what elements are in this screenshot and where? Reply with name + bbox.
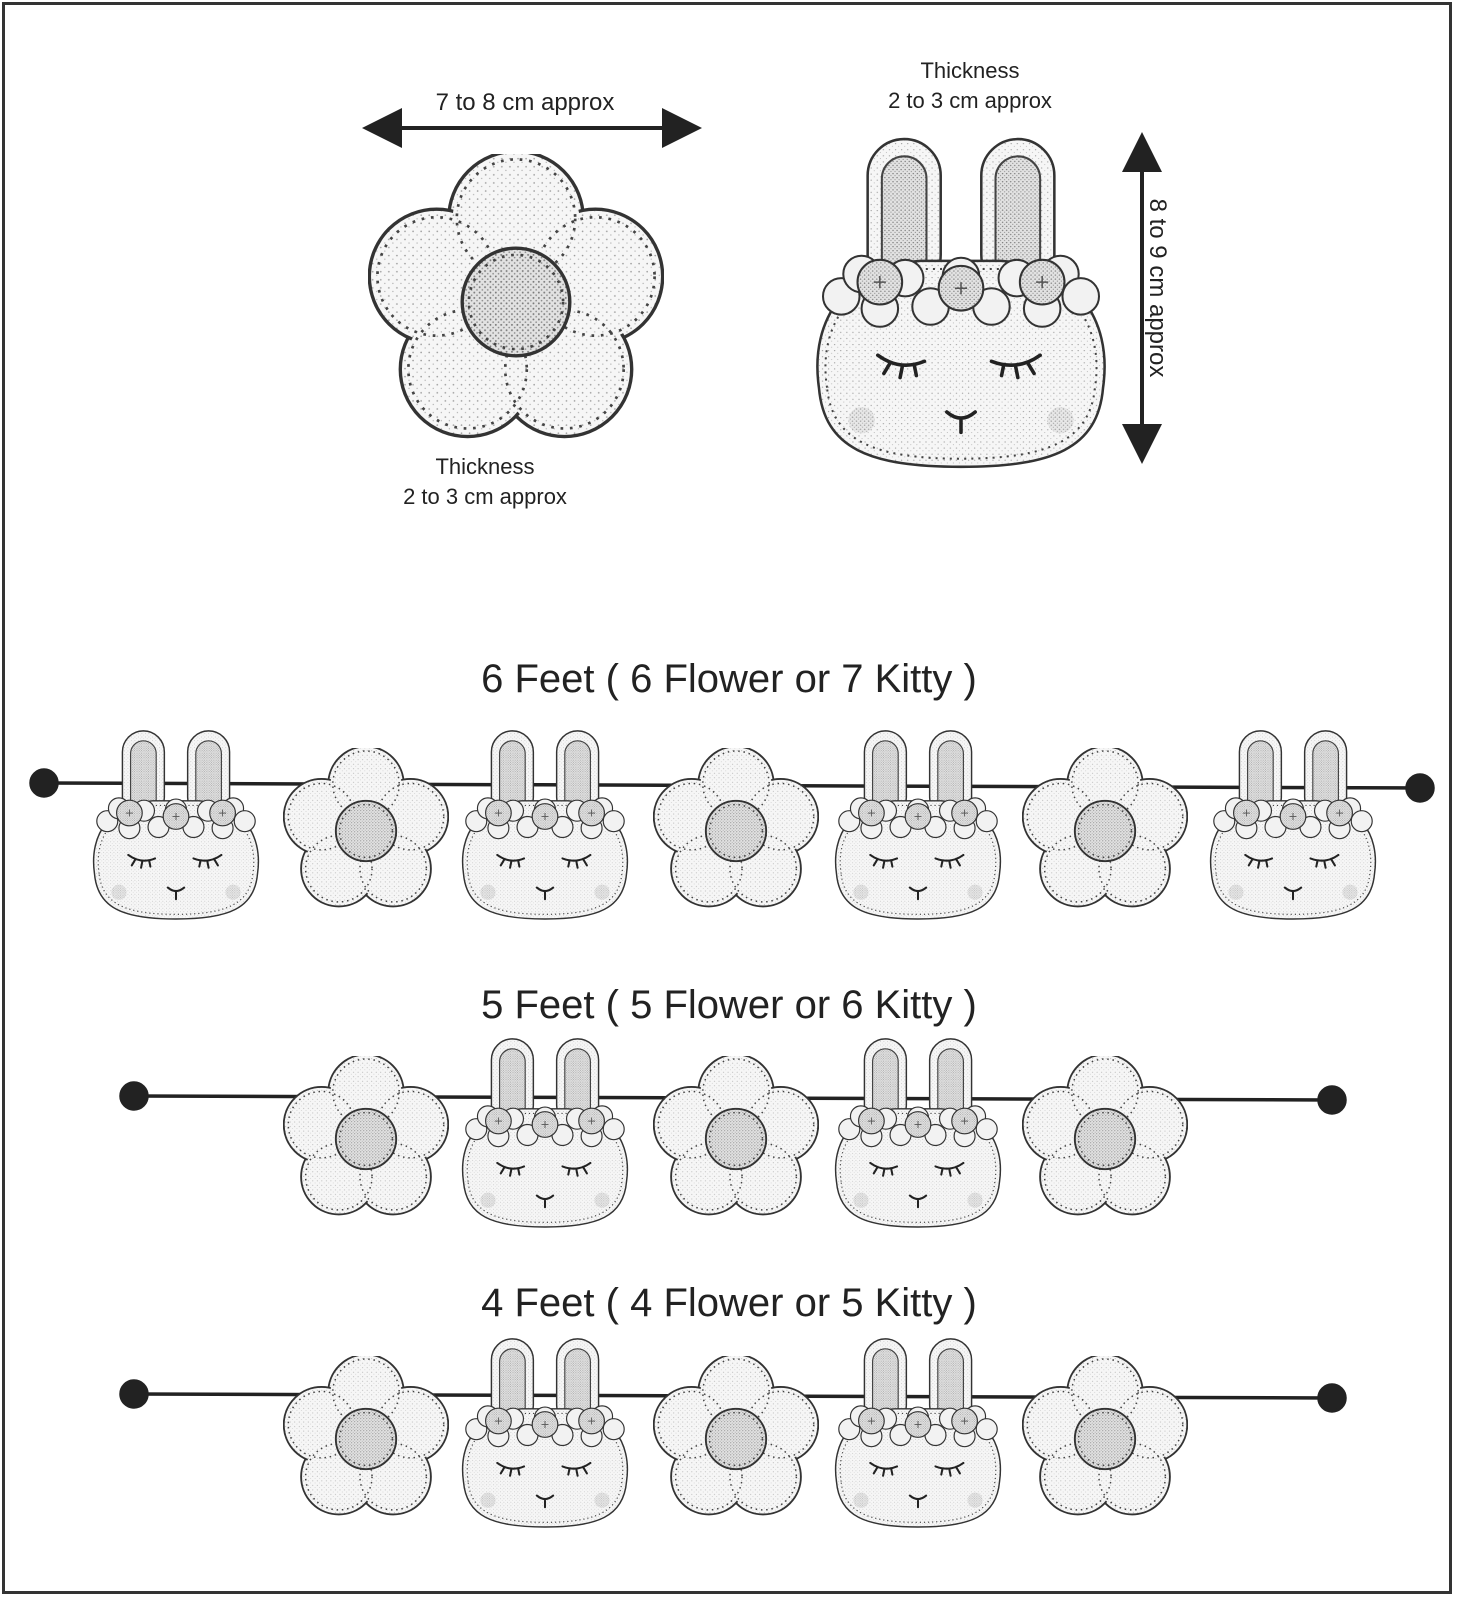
garland-title-4ft: 4 Feet ( 4 Flower or 5 Kitty ) <box>481 1281 977 1325</box>
garland-2-kitty-4 <box>834 1037 1002 1229</box>
garland-3-kitty-2 <box>461 1337 629 1529</box>
flower-thickness-title: Thickness <box>435 454 535 479</box>
garland-3-flower-5 <box>1022 1356 1188 1516</box>
kitty-large-illustration <box>815 137 1107 469</box>
garland-3-kitty-4 <box>834 1337 1002 1529</box>
kitty-thickness-title: Thickness <box>920 58 1020 83</box>
flower-large-illustration <box>368 154 664 439</box>
garland-3-flower-3 <box>653 1356 819 1516</box>
flower-thickness-value: 2 to 3 cm approx <box>403 484 567 509</box>
garland-1-kitty-1 <box>92 729 260 921</box>
garland-1-kitty-5 <box>834 729 1002 921</box>
garland-1-flower-4 <box>653 748 819 908</box>
garland-3-flower-1 <box>283 1356 449 1516</box>
garland-title-5ft: 5 Feet ( 5 Flower or 6 Kitty ) <box>481 983 977 1027</box>
garland-title-6ft: 6 Feet ( 6 Flower or 7 Kitty ) <box>481 657 977 701</box>
garland-1-kitty-3 <box>461 729 629 921</box>
garland-2-flower-5 <box>1022 1056 1188 1216</box>
garland-1-flower-6 <box>1022 748 1188 908</box>
kitty-thickness-value: 2 to 3 cm approx <box>888 88 1052 113</box>
garland-2-flower-3 <box>653 1056 819 1216</box>
garland-1-kitty-7 <box>1209 729 1377 921</box>
garland-1-flower-2 <box>283 748 449 908</box>
garland-2-flower-1 <box>283 1056 449 1216</box>
garland-2-kitty-2 <box>461 1037 629 1229</box>
